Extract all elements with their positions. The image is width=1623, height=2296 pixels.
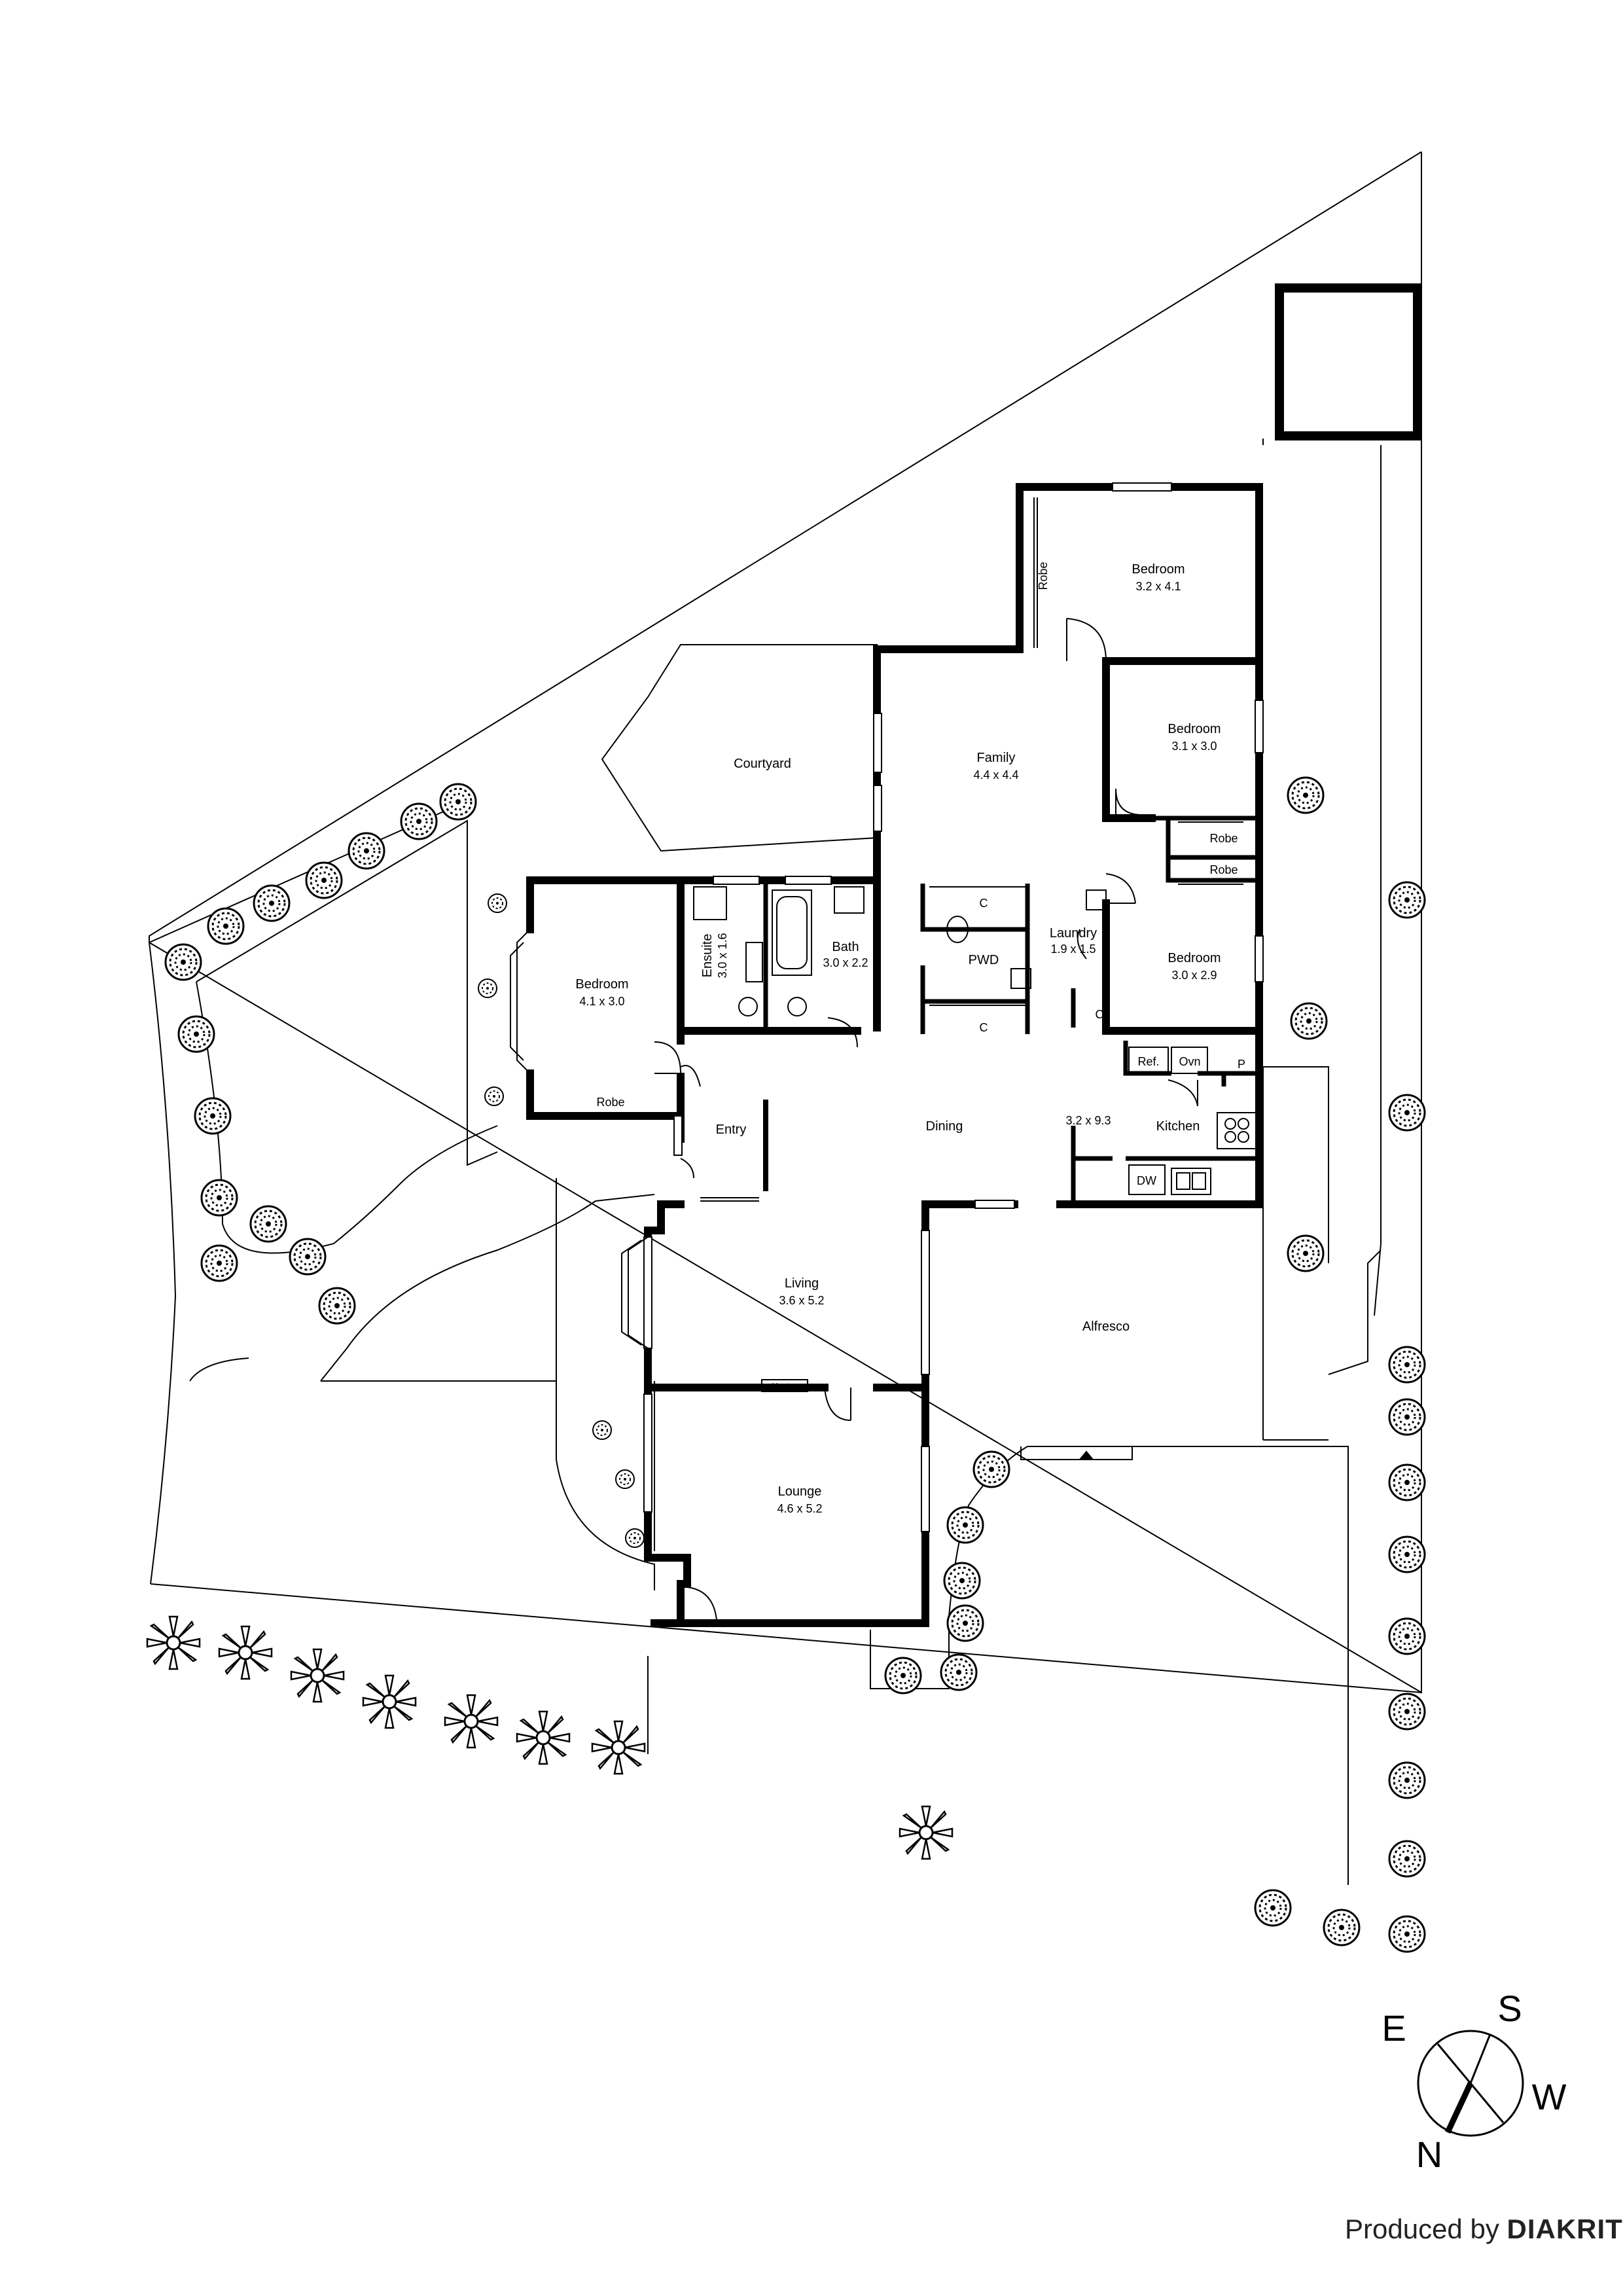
robe-label-2: Robe bbox=[1209, 832, 1238, 845]
small-tree-icon bbox=[478, 893, 645, 1548]
room-name-bedroom-2: Bedroom bbox=[1168, 722, 1221, 736]
room-size-bedroom-3: 4.1 x 3.0 bbox=[579, 995, 624, 1008]
compass-south: S bbox=[1497, 1988, 1522, 2029]
room-name-bedroom-4: Bedroom bbox=[1168, 951, 1221, 965]
room-name-kitchen: Kitchen bbox=[1156, 1119, 1200, 1134]
credit-brand: DIAKRIT bbox=[1507, 2214, 1623, 2244]
room-name-alfresco: Alfresco bbox=[1082, 1319, 1130, 1334]
credit-prefix: Produced by bbox=[1345, 2214, 1499, 2244]
heater-label: Heater bbox=[772, 1381, 798, 1391]
room-size-ensuite: 3.0 x 1.6 bbox=[716, 933, 729, 978]
room-name-bedroom-1: Bedroom bbox=[1132, 562, 1185, 577]
room-size-bath: 3.0 x 2.2 bbox=[823, 956, 868, 969]
compass: S W N E bbox=[1382, 1988, 1566, 2175]
doors bbox=[654, 618, 1198, 1621]
room-name-dining: Dining bbox=[926, 1119, 963, 1134]
cupboard-label-3: C bbox=[1096, 1008, 1104, 1021]
room-name-lounge: Lounge bbox=[778, 1484, 822, 1499]
pantry-label: P bbox=[1238, 1058, 1245, 1071]
robe-label-1: Robe bbox=[1037, 562, 1050, 590]
room-size-lounge: 4.6 x 5.2 bbox=[777, 1502, 822, 1515]
room-name-ensuite: Ensuite bbox=[700, 934, 715, 978]
compass-east: E bbox=[1382, 2007, 1406, 2049]
room-size-bedroom-2: 3.1 x 3.0 bbox=[1171, 740, 1217, 753]
compass-west: W bbox=[1532, 2076, 1567, 2117]
fixture-labels: Robe Robe Robe Robe C C C P Ref. Ovn DW … bbox=[596, 562, 1245, 1391]
room-name-bath: Bath bbox=[832, 940, 859, 954]
palm-icon bbox=[146, 1615, 954, 1860]
robe-label-3: Robe bbox=[1209, 863, 1238, 876]
windows bbox=[510, 482, 1264, 1532]
room-name-living: Living bbox=[785, 1276, 819, 1291]
cupboard-label-1: C bbox=[980, 897, 988, 910]
room-labels: Bedroom 3.2 x 4.1 Bedroom 3.1 x 3.0 Fami… bbox=[575, 562, 1221, 1515]
room-size-laundry: 1.9 x 1.5 bbox=[1050, 942, 1096, 956]
produced-by-credit: Produced by DIAKRIT bbox=[1345, 2214, 1622, 2245]
room-name-bedroom-3: Bedroom bbox=[575, 977, 628, 992]
room-size-bedroom-4: 3.0 x 2.9 bbox=[1171, 969, 1217, 982]
room-name-laundry: Laundry bbox=[1050, 926, 1097, 941]
shrub-icon bbox=[164, 776, 1426, 1953]
cupboard-label-2: C bbox=[980, 1021, 988, 1034]
site-boundary bbox=[149, 151, 1422, 1694]
room-name-courtyard: Courtyard bbox=[734, 757, 791, 771]
oven-label: Ovn bbox=[1179, 1055, 1200, 1068]
room-name-entry: Entry bbox=[716, 1122, 747, 1137]
fixtures bbox=[693, 497, 1257, 1460]
room-name-family: Family bbox=[977, 751, 1016, 765]
room-size-family: 4.4 x 4.4 bbox=[973, 768, 1018, 781]
room-size-bedroom-1: 3.2 x 4.1 bbox=[1135, 580, 1181, 593]
room-size-dining: 3.2 x 9.3 bbox=[1065, 1114, 1111, 1127]
room-name-pwd: PWD bbox=[969, 953, 999, 967]
dishwasher-label: DW bbox=[1137, 1174, 1156, 1187]
compass-north: N bbox=[1416, 2134, 1442, 2175]
room-size-living: 3.6 x 5.2 bbox=[779, 1294, 824, 1307]
fridge-label: Ref. bbox=[1137, 1055, 1159, 1068]
robe-label-4: Robe bbox=[596, 1096, 624, 1109]
